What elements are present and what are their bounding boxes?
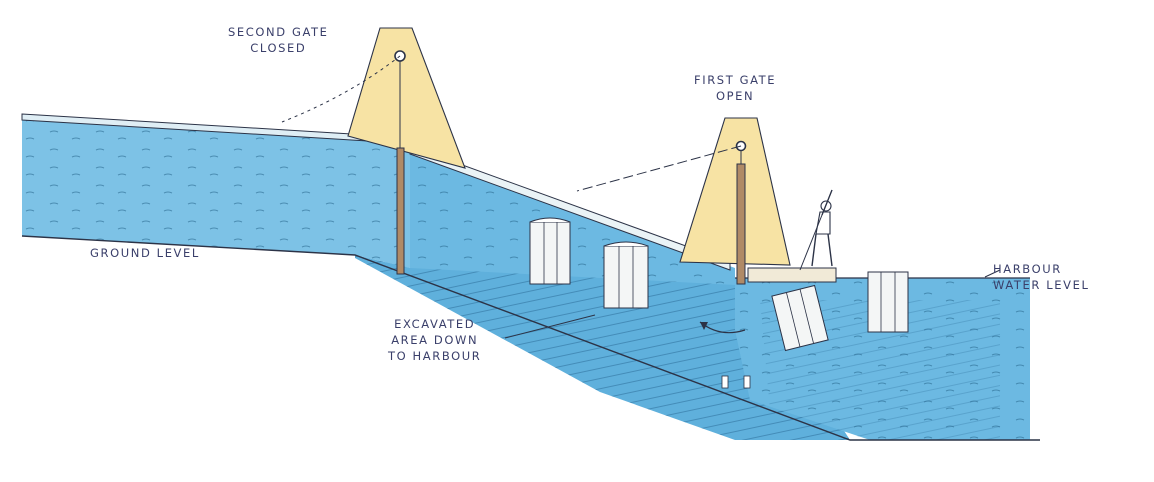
first-gate-label: FIRST GATE OPEN [694, 73, 777, 103]
second-gate-tower [347, 27, 466, 169]
first-gate-post [736, 163, 746, 285]
operator-figure [799, 189, 833, 271]
crate-1 [529, 217, 571, 285]
second-gate-rope [281, 55, 401, 123]
excavated-leader [504, 314, 596, 339]
harbour-leader [984, 269, 1001, 278]
crate-4 [867, 271, 909, 333]
crate-2 [603, 241, 649, 309]
ground-level-label: GROUND LEVEL [90, 246, 200, 260]
first-gate-rope [576, 145, 742, 192]
harbour-water-level-label: HARBOUR WATER LEVEL [993, 262, 1090, 292]
gate-beam [747, 267, 837, 283]
crate-3 [771, 284, 829, 352]
second-gate-post [396, 147, 405, 275]
ground-line [21, 235, 1040, 441]
excavated-area-label: EXCAVATED AREA DOWN TO HARBOUR [388, 317, 482, 363]
floor-post [721, 375, 729, 389]
second-gate-label: SECOND GATE CLOSED [228, 25, 329, 55]
first-gate-tower [679, 117, 791, 266]
